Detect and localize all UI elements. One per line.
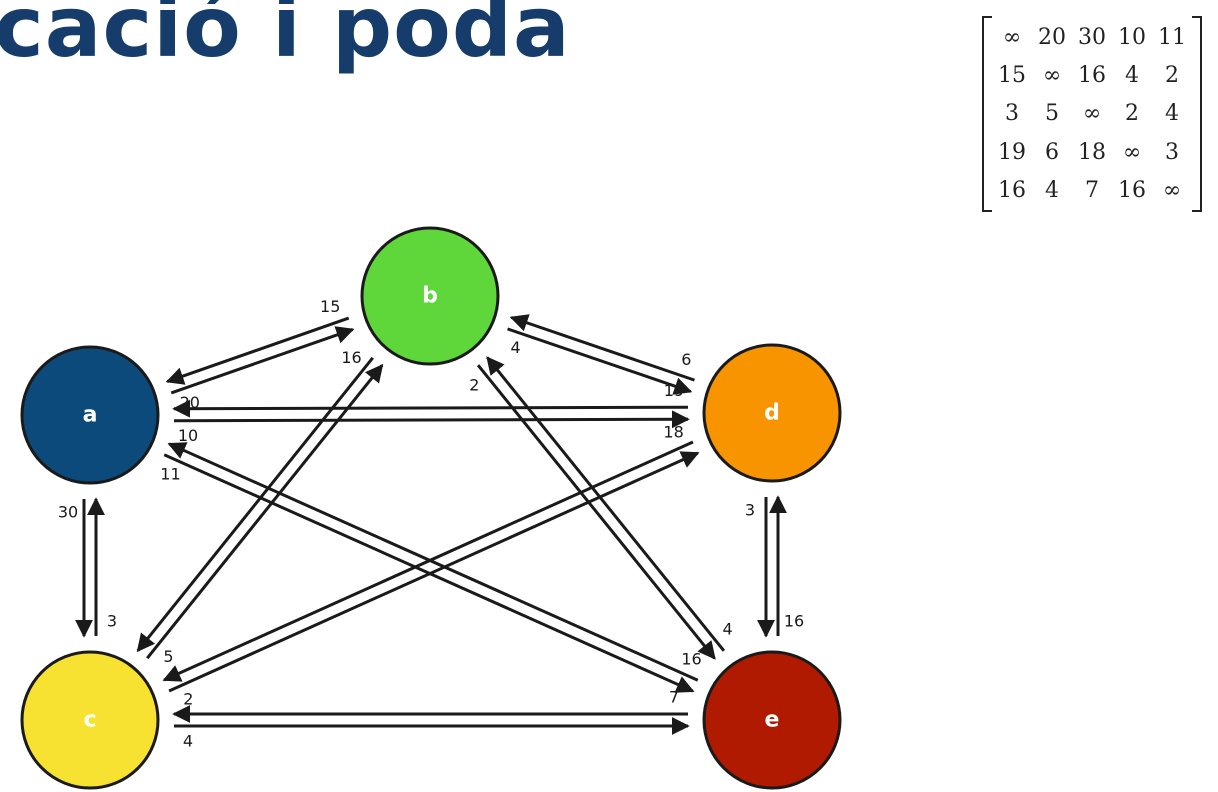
edge-weight-b-a: 15 [320,297,340,316]
matrix-cell: ∞ [1042,63,1062,89]
slide-title: cació i poda [0,0,571,76]
edge-c-b [146,363,384,660]
matrix-cell: 16 [1118,178,1146,204]
edge-weight-e-c: 7 [669,688,679,707]
edge-b-d [507,327,693,395]
matrix-cell: 16 [998,178,1026,204]
node-circle-e [702,650,842,790]
edge-e-a [167,442,699,682]
edge-weight-b-d: 4 [511,338,521,357]
matrix-cell: 10 [1118,24,1146,50]
edge-d-b [509,314,695,382]
matrix-cell: ∞ [1162,178,1182,204]
matrix-cell: 15 [998,63,1026,89]
edge-a-b [170,326,355,395]
node-a: a [20,345,160,485]
node-circle-c [20,650,160,790]
matrix-cell: 19 [998,139,1026,165]
cost-matrix: ∞ 20 30 10 11 15 ∞ 16 4 2 3 5 ∞ 2 4 19 6… [982,16,1202,212]
matrix-cell: 3 [1005,101,1019,127]
matrix-cell: ∞ [1122,139,1142,165]
matrix-cell: 7 [1085,178,1099,204]
matrix-grid: ∞ 20 30 10 11 15 ∞ 16 4 2 3 5 ∞ 2 4 19 6… [992,18,1192,210]
edge-d-c [162,440,694,682]
matrix-cell: 3 [1165,139,1179,165]
matrix-right-bracket [1192,16,1202,212]
edge-weight-e-a: 16 [681,649,701,668]
edge-c-d [168,451,700,693]
matrix-cell: 20 [1038,24,1066,50]
matrix-cell: ∞ [1082,101,1102,127]
edge-weight-a-c: 30 [58,503,78,522]
edge-weight-c-b: 5 [163,647,173,666]
matrix-cell: 4 [1045,178,1059,204]
matrix-left-bracket [982,16,992,212]
edge-weight-c-d: 2 [183,689,193,708]
edge-weight-d-e: 3 [745,501,755,520]
edge-b-e [476,364,716,660]
matrix-cell: 11 [1158,24,1186,50]
edge-weight-c-e: 4 [183,732,193,751]
node-label-a: a [83,403,98,428]
edge-weight-a-d: 10 [178,426,198,445]
matrix-cell: 2 [1165,63,1179,89]
node-circle-a [20,345,160,485]
edge-d-a [172,399,688,418]
node-label-c: c [83,708,96,733]
edge-weight-b-c: 16 [341,348,361,367]
matrix-cell: 30 [1078,24,1106,50]
node-e: e [702,650,842,790]
matrix-cell: 18 [1078,139,1106,165]
edge-weight-e-b: 4 [723,619,733,638]
edge-b-c [136,356,374,653]
edge-weight-b-e: 2 [469,376,479,395]
node-label-d: d [764,401,780,426]
edge-b-a [165,316,350,385]
node-c: c [20,650,160,790]
node-b: b [360,226,500,366]
edge-weight-e-d: 16 [784,612,804,631]
edge-e-b [486,356,726,652]
matrix-cell: 6 [1045,139,1059,165]
node-label-b: b [422,284,438,309]
edge-a-d [174,410,690,429]
matrix-cell: 2 [1125,101,1139,127]
node-circle-b [360,226,500,366]
node-label-e: e [765,708,780,733]
matrix-cell: 16 [1078,63,1106,89]
node-d: d [702,343,842,483]
edge-weight-d-b: 6 [681,350,691,369]
matrix-cell: 5 [1045,101,1059,127]
edge-weight-a-e: 11 [160,465,180,484]
edge-weight-c-a: 3 [107,612,117,631]
matrix-cell: ∞ [1002,24,1022,50]
edge-weight-d-c: 18 [663,423,683,442]
matrix-cell: 4 [1125,63,1139,89]
matrix-cell: 4 [1165,101,1179,127]
node-circle-d [702,343,842,483]
